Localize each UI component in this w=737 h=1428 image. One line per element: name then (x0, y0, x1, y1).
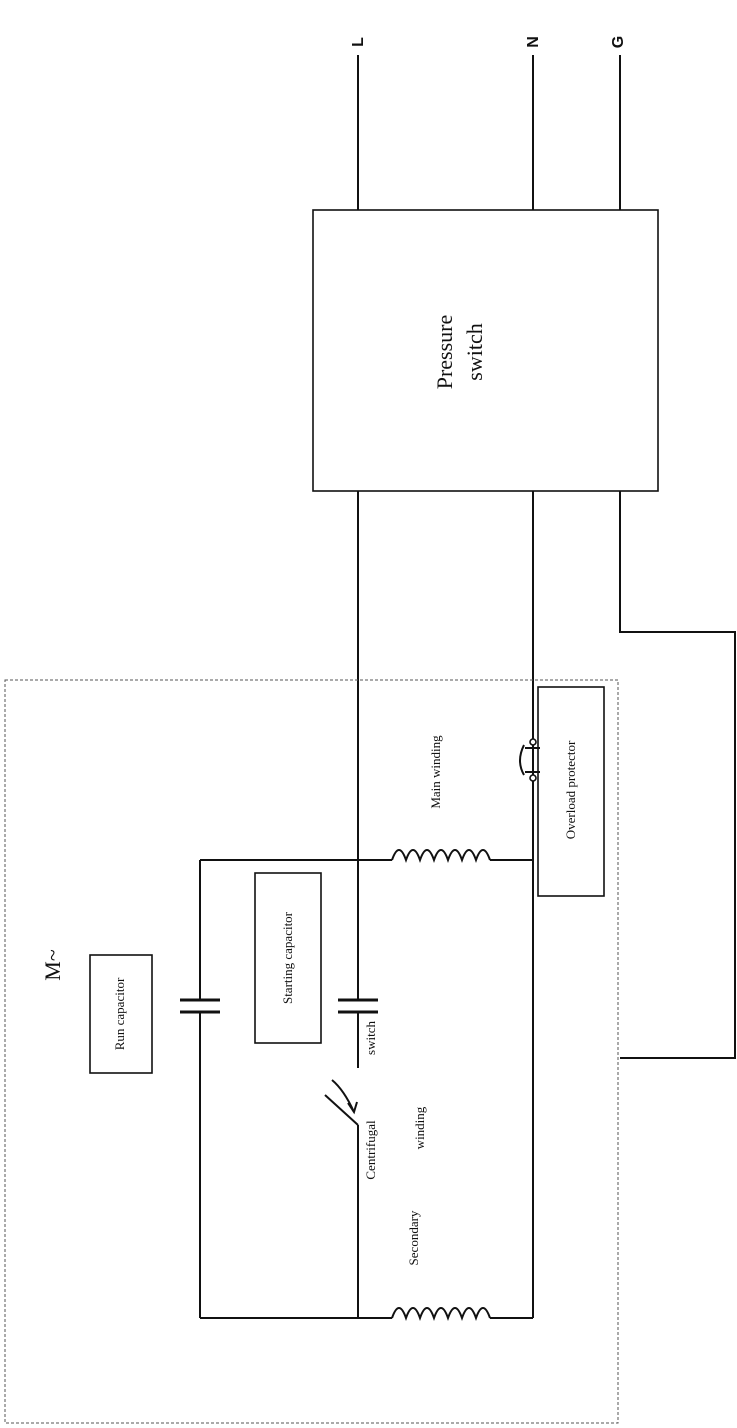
secondary-winding-label-1: Secondary (406, 1210, 421, 1265)
centrifugal-switch-label-2: switch (363, 1021, 378, 1055)
overload-terminal-bottom (529, 774, 537, 782)
centrifugal-switch-gap (352, 1068, 364, 1128)
main-winding-coil (391, 849, 491, 864)
ground-wire (619, 491, 736, 1059)
terminal-label-g: G (610, 36, 627, 48)
terminal-label-n: N (525, 36, 542, 48)
run-capacitor-label: Run capacitor (112, 977, 127, 1050)
motor-symbol: M~ (40, 949, 65, 981)
motor-enclosure (4, 679, 619, 1424)
terminal-label-l: L (350, 37, 367, 47)
overload-protector-box (537, 686, 605, 897)
centrifugal-switch-arrowhead (347, 1101, 358, 1115)
overload-protector-label: Overload protector (563, 740, 578, 839)
secondary-winding-label-2: winding (412, 1106, 427, 1149)
centrifugal-switch-blade (324, 1094, 359, 1126)
run-capacitor-box (89, 954, 153, 1074)
secondary-winding-coil (391, 1307, 491, 1322)
pressure-switch-label-line1: Pressure (432, 315, 457, 390)
overload-terminal-top (529, 738, 537, 746)
overload-protector-arc (519, 744, 525, 776)
start-cap-gap (352, 1000, 364, 1012)
centrifugal-switch-label-1: Centrifugal (363, 1120, 378, 1180)
pressure-switch-label-line2: switch (462, 323, 487, 380)
main-winding-label: Main winding (428, 735, 443, 809)
starting-capacitor-label: Starting capacitor (280, 911, 295, 1004)
starting-capacitor-box (254, 872, 322, 1044)
pressure-switch-box (312, 209, 659, 492)
